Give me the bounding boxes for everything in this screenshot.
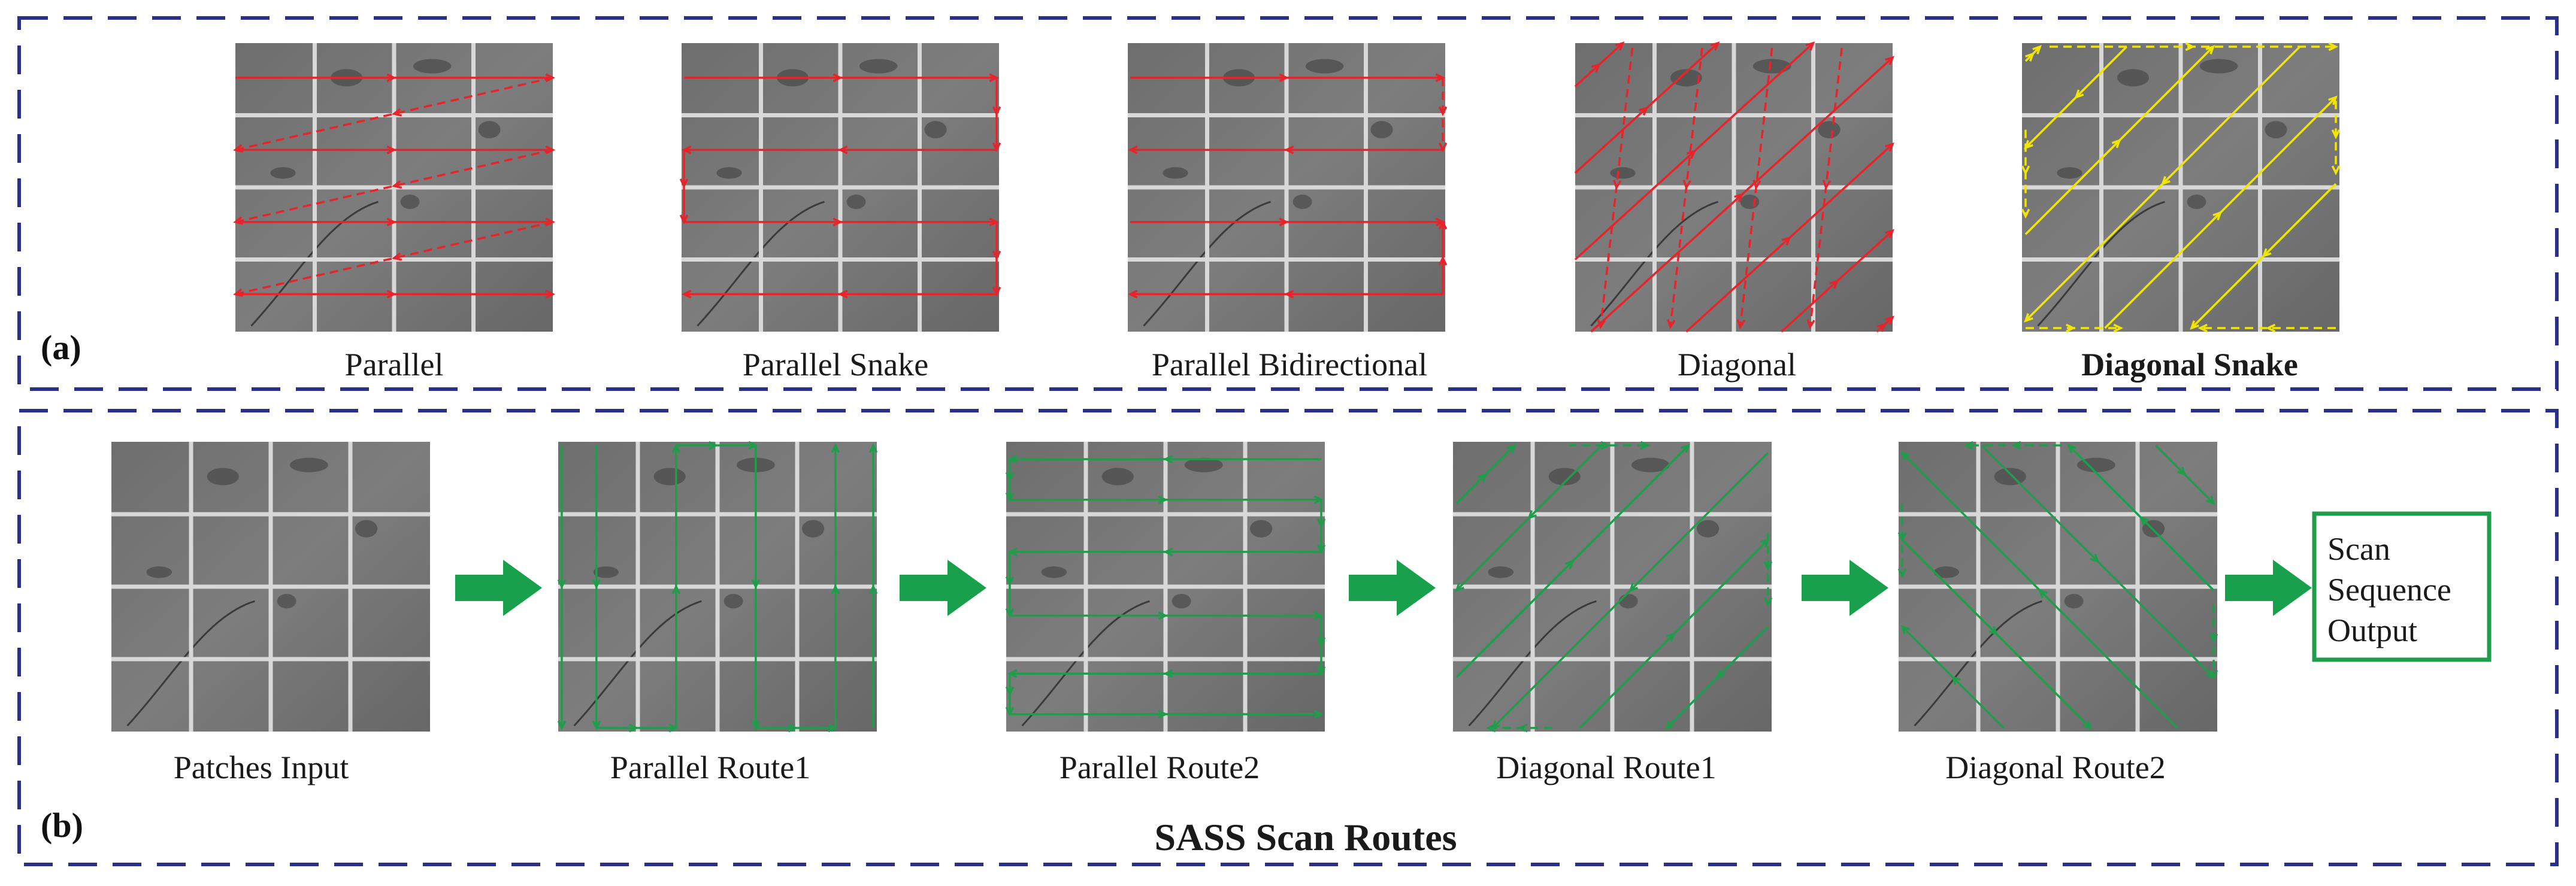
caption-parallel-route1: Parallel Route1 xyxy=(610,750,810,785)
route-arrow xyxy=(2190,183,2337,330)
route-arrow xyxy=(681,290,997,299)
route-arrow xyxy=(1900,624,2005,729)
route-parallel-route1 xyxy=(557,441,878,733)
route-arrow xyxy=(1590,56,1894,333)
block-arrow-right-icon xyxy=(2225,560,2312,616)
route-arrow xyxy=(1876,315,1894,333)
output-line-scan: Scan xyxy=(2327,531,2390,567)
panel-b-frame xyxy=(17,409,2559,866)
route-arrow xyxy=(1781,229,1894,333)
route-arrow xyxy=(1455,444,1691,678)
tile-diagonal-snake xyxy=(2022,43,2339,332)
caption-parallel: Parallel xyxy=(345,347,444,383)
route-arrow xyxy=(2024,45,2215,235)
tile-parallel-route2 xyxy=(1006,442,1325,732)
route-arrow xyxy=(2024,45,2042,62)
tile-patches-input xyxy=(111,442,430,732)
route-turn-arrow xyxy=(1568,441,1651,450)
caption-parallel-snake: Parallel Snake xyxy=(743,347,928,383)
route-diagonal xyxy=(1574,41,1894,333)
route-return-arrow xyxy=(1667,47,1703,329)
route-parallel-snake xyxy=(679,73,1001,299)
tile-diagonal-route1 xyxy=(1453,442,1772,732)
tile-parallel xyxy=(235,43,553,332)
route-arrow xyxy=(2024,45,2301,323)
route-turn-arrow xyxy=(1763,532,1773,608)
tile-parallel-bidirectional xyxy=(1128,43,1445,332)
tile-diagonal-route2 xyxy=(1899,442,2217,732)
route-turn-arrow xyxy=(2331,101,2341,175)
route-turn-arrow xyxy=(2026,323,2124,333)
caption-diagonal-snake: Diagonal Snake xyxy=(2081,347,2298,383)
caption-diagonal-route2: Diagonal Route2 xyxy=(1945,750,2165,785)
route-return-arrow xyxy=(1806,47,1843,329)
route-arrow xyxy=(1455,444,1603,592)
route-arrow xyxy=(1574,41,1815,260)
route-return-arrow xyxy=(1736,47,1773,329)
route-turn-arrow xyxy=(1963,441,2062,450)
route-arrow xyxy=(831,442,840,728)
panel-a-tag: (a) xyxy=(41,328,81,367)
route-arrow xyxy=(1900,451,2178,729)
route-turn-arrow xyxy=(1897,503,1907,578)
route-arrow xyxy=(557,445,567,731)
caption-diagonal: Diagonal xyxy=(1678,347,1796,383)
route-arrow xyxy=(2104,95,2338,329)
caption-diagonal-route1: Diagonal Route1 xyxy=(1496,750,1716,785)
route-turn-arrow xyxy=(1438,219,1448,295)
route-arrow xyxy=(2067,444,2215,591)
route-arrow xyxy=(1901,539,2093,730)
caption-parallel-route2: Parallel Route2 xyxy=(1060,750,1260,785)
block-arrow-right-icon xyxy=(1802,560,1888,616)
route-arrow xyxy=(1127,290,1443,299)
output-box xyxy=(2312,511,2492,662)
route-arrow xyxy=(1127,145,1443,154)
panel-a-frame xyxy=(17,16,2559,391)
panel-b-tag: (b) xyxy=(41,806,83,845)
route-diagonal-route1 xyxy=(1455,441,1773,733)
route-arrow xyxy=(868,442,878,728)
caption-patches-input: Patches Input xyxy=(174,750,349,785)
route-arrow xyxy=(235,290,556,299)
route-arrow xyxy=(1455,444,1516,505)
route-arrow xyxy=(1574,41,1625,87)
block-arrow-right-icon xyxy=(455,560,542,616)
figure-title: SASS Scan Routes xyxy=(1154,816,1457,858)
route-arrow xyxy=(1664,626,1769,730)
tile-parallel-route1 xyxy=(558,442,877,732)
route-turn-arrow xyxy=(1438,77,1448,153)
route-turn-arrow xyxy=(2209,605,2218,680)
route-return-arrow xyxy=(1597,47,1634,329)
block-arrow-right-icon xyxy=(900,560,986,616)
tile-parallel-snake xyxy=(682,43,999,332)
route-turn-arrow xyxy=(2197,323,2336,333)
caption-parallel-bidirectional: Parallel Bidirectional xyxy=(1152,347,1427,383)
route-diagonal-snake xyxy=(2021,42,2341,333)
route-arrow xyxy=(2154,444,2215,505)
route-turn-arrow xyxy=(1486,723,1552,733)
block-arrow-right-icon xyxy=(1349,560,1436,616)
route-turn-arrow xyxy=(2050,42,2339,51)
route-parallel xyxy=(233,73,556,299)
route-arrow xyxy=(1010,709,1324,719)
route-arrow xyxy=(1574,41,1720,174)
output-line-sequence: Sequence xyxy=(2327,572,2451,608)
output-line-output: Output xyxy=(2327,612,2417,648)
route-arrow xyxy=(1685,142,1894,333)
route-diagonal-route2 xyxy=(1897,441,2218,730)
route-parallel-route2 xyxy=(1005,454,1326,719)
route-parallel-bidirectional xyxy=(1127,73,1448,299)
route-turn-arrow xyxy=(2021,129,2030,219)
